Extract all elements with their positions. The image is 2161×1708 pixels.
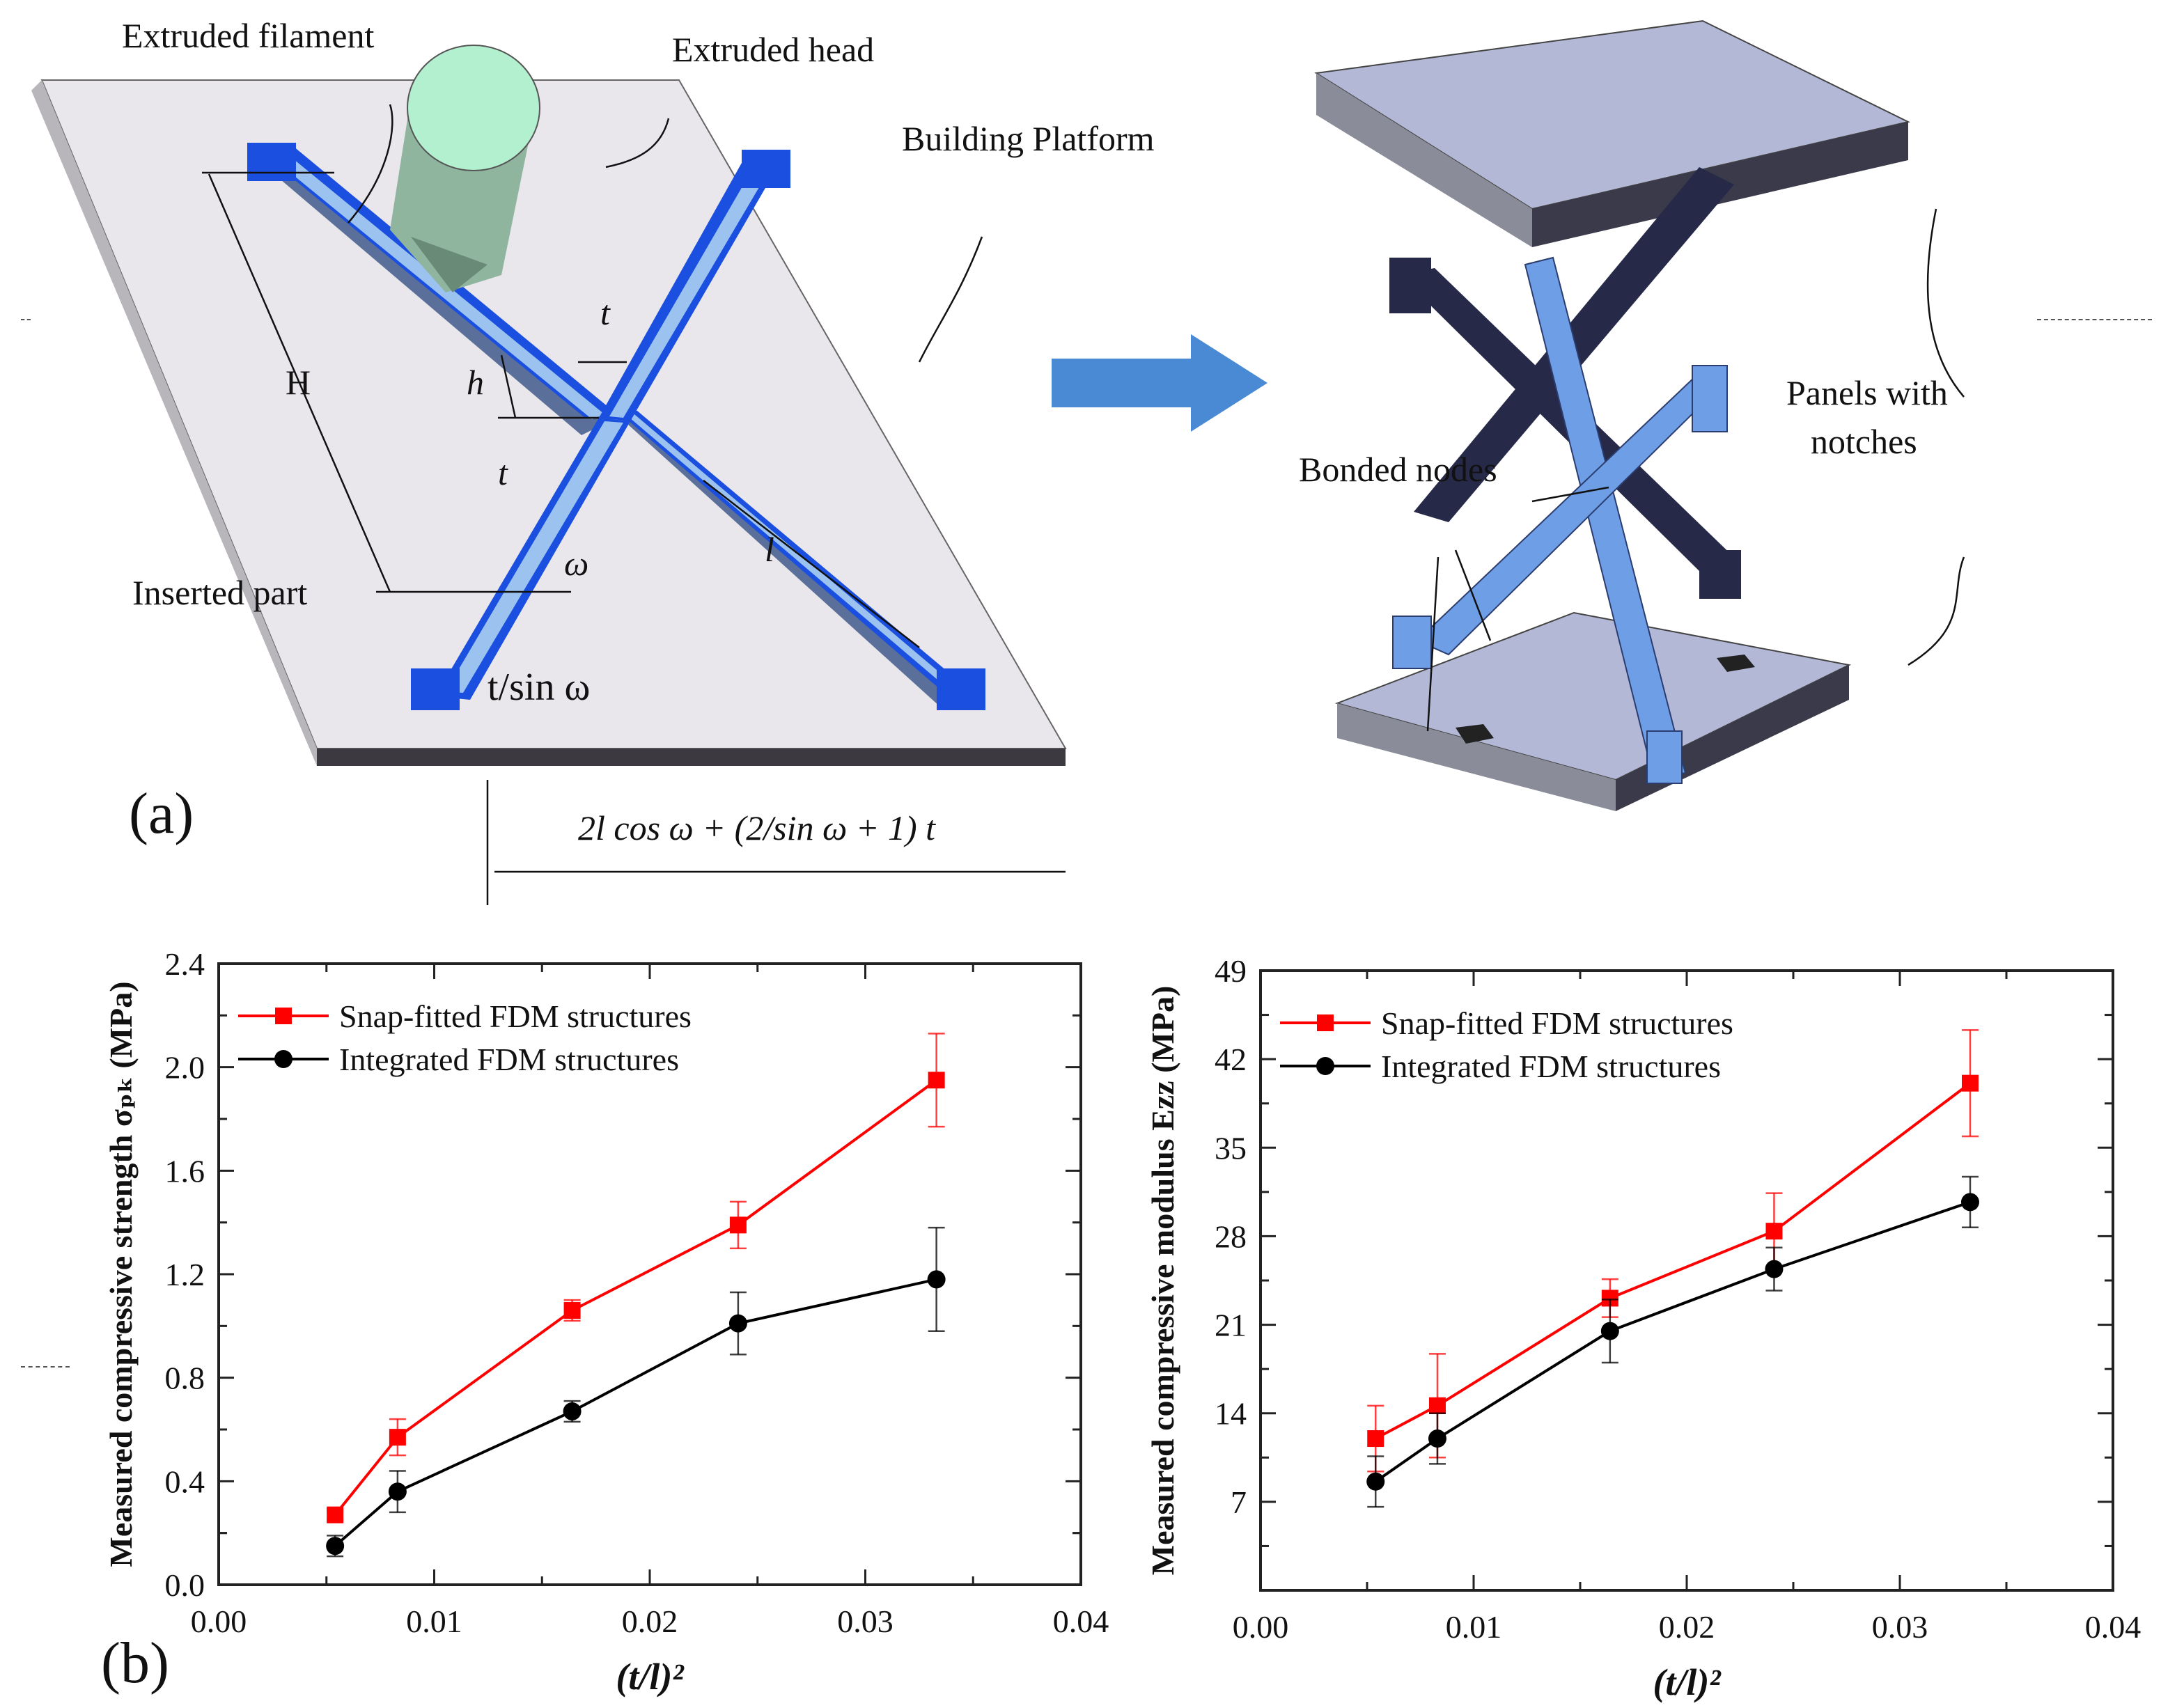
y-tick-label: 0.4 [165, 1464, 205, 1499]
assembled-structure-diagram: Bonded nodes Panels with notches [1254, 0, 2161, 905]
dimension-t-left-label: t [498, 453, 508, 492]
y-tick-label: 0.0 [165, 1567, 205, 1603]
series-line [334, 1278, 937, 1547]
y-axis-label: Measured compressive modulus Eᴢᴢ (MPa) [1145, 986, 1180, 1576]
data-point-square [563, 1302, 581, 1319]
extruder-head [390, 45, 540, 292]
notch [1717, 655, 1755, 672]
right-arrow-icon [1052, 334, 1267, 432]
legend-label: Snap-fitted FDM structures [1381, 1005, 1733, 1041]
y-tick-label: 7 [1231, 1484, 1247, 1520]
y-tick-label: 28 [1215, 1219, 1247, 1254]
series-line [334, 1079, 937, 1516]
data-point-square [389, 1429, 406, 1446]
building-platform-label: Building Platform [902, 119, 1155, 158]
angle-omega-label: ω [564, 544, 589, 583]
data-point-square [1428, 1397, 1446, 1414]
data-point-circle [1366, 1472, 1385, 1491]
dimension-H-label: H [286, 363, 311, 402]
y-tick-label: 49 [1215, 953, 1247, 989]
y-tick-label: 42 [1215, 1042, 1247, 1077]
bonded-nodes-label: Bonded nodes [1299, 450, 1497, 489]
legend-label: Integrated FDM structures [1381, 1049, 1721, 1084]
notch [1456, 724, 1494, 744]
legend-circle-icon [274, 1050, 292, 1068]
y-tick-label: 2.0 [165, 1050, 205, 1086]
x-tick-label: 0.01 [1446, 1609, 1502, 1645]
panel-b-letter: (b) [101, 1631, 169, 1695]
data-point-circle [1960, 1193, 1979, 1212]
legend-square-icon [1317, 1014, 1334, 1031]
x-tick-label: 0.03 [1872, 1609, 1928, 1645]
width-formula-label: 2l cos ω + (2/sin ω + 1) t [578, 808, 936, 847]
data-point-circle [326, 1537, 345, 1556]
assembled-structure-svg [1314, 19, 1965, 811]
data-point-circle [927, 1270, 946, 1289]
modulus-chart-svg: 0.00 0.01 0.02 0.03 0.04 7 14 21 28 35 42 49 (t/l)² M… [1145, 953, 2142, 1703]
legend-label: Snap-fitted FDM structures [339, 998, 692, 1034]
y-axis-label: Measured compressive strength σₚₖ (MPa) [103, 981, 139, 1567]
data-point-square [1765, 1223, 1783, 1240]
x-tick-label: 0.02 [622, 1604, 678, 1639]
panels-with-notches-label-line2: notches [1811, 422, 1917, 461]
legend-square-icon [275, 1008, 292, 1024]
x-axis-label: (t/l)² [616, 1656, 685, 1698]
data-point-square [327, 1506, 344, 1523]
strength-chart: 0.00 0.01 0.02 0.03 0.04 0.0 0.4 0.8 1.2 1.6 2.0 2.… [0, 905, 1114, 1705]
y-tick-label: 14 [1215, 1396, 1247, 1432]
data-point-circle [728, 1314, 747, 1333]
data-point-circle [1428, 1429, 1446, 1448]
x-tick-label: 0.03 [837, 1604, 894, 1639]
x-tick-label: 0.00 [191, 1604, 247, 1639]
series-line [1375, 1082, 1972, 1440]
data-point-circle [1765, 1260, 1784, 1278]
x-tick-label: 0.00 [1233, 1609, 1289, 1645]
inserted-part-label: Inserted part [132, 573, 308, 612]
series-line [1375, 1200, 1971, 1483]
x-tick-label: 0.01 [406, 1604, 462, 1639]
extruded-filament-label: Extruded filament [122, 16, 375, 55]
y-tick-label: 0.8 [165, 1361, 205, 1396]
panels-with-notches-label-line1: Panels with [1786, 373, 1948, 412]
modulus-chart: 0.00 0.01 0.02 0.03 0.04 7 14 21 28 35 42 49 (t/l)² M… [1114, 905, 2161, 1705]
divider-dash [21, 1366, 70, 1368]
x-tick-label: 0.04 [2085, 1609, 2142, 1645]
data-point-square [729, 1216, 747, 1234]
dimension-t-top-label: t [600, 293, 610, 332]
divider-dash [2037, 319, 2152, 320]
x-tick-label: 0.02 [1659, 1609, 1715, 1645]
extruded-head-label: Extruded head [672, 30, 875, 69]
data-point-square [1961, 1074, 1979, 1092]
legend-circle-icon [1316, 1057, 1334, 1075]
panel-a-letter: (a) [129, 781, 194, 846]
transition-arrow [1052, 334, 1274, 432]
fdm-printing-diagram: Extruded filament Extruded head Building… [0, 0, 1254, 905]
data-point-square [1367, 1430, 1384, 1448]
x-tick-label: 0.04 [1053, 1604, 1109, 1639]
data-point-square [928, 1072, 945, 1089]
y-tick-label: 35 [1215, 1130, 1247, 1166]
x-axis-label: (t/l)² [1653, 1661, 1722, 1703]
fdm-diagram-svg [31, 45, 1067, 905]
data-point-circle [388, 1482, 407, 1501]
data-point-circle [1600, 1322, 1619, 1340]
legend-label: Integrated FDM structures [339, 1042, 679, 1077]
data-point-circle [563, 1402, 582, 1420]
y-tick-label: 2.4 [165, 946, 205, 982]
dimension-h-label: h [467, 363, 484, 402]
x-structure [247, 143, 985, 710]
y-tick-label: 21 [1215, 1308, 1247, 1343]
y-tick-label: 1.2 [165, 1257, 205, 1292]
divider-dash [21, 319, 31, 320]
y-tick-label: 1.6 [165, 1153, 205, 1189]
dimension-l-label: l [765, 530, 774, 569]
t-sin-omega-label: t/sin ω [487, 666, 591, 709]
strength-chart-svg: 0.00 0.01 0.02 0.03 0.04 0.0 0.4 0.8 1.2 1.6 2.0 2.… [103, 946, 1109, 1698]
